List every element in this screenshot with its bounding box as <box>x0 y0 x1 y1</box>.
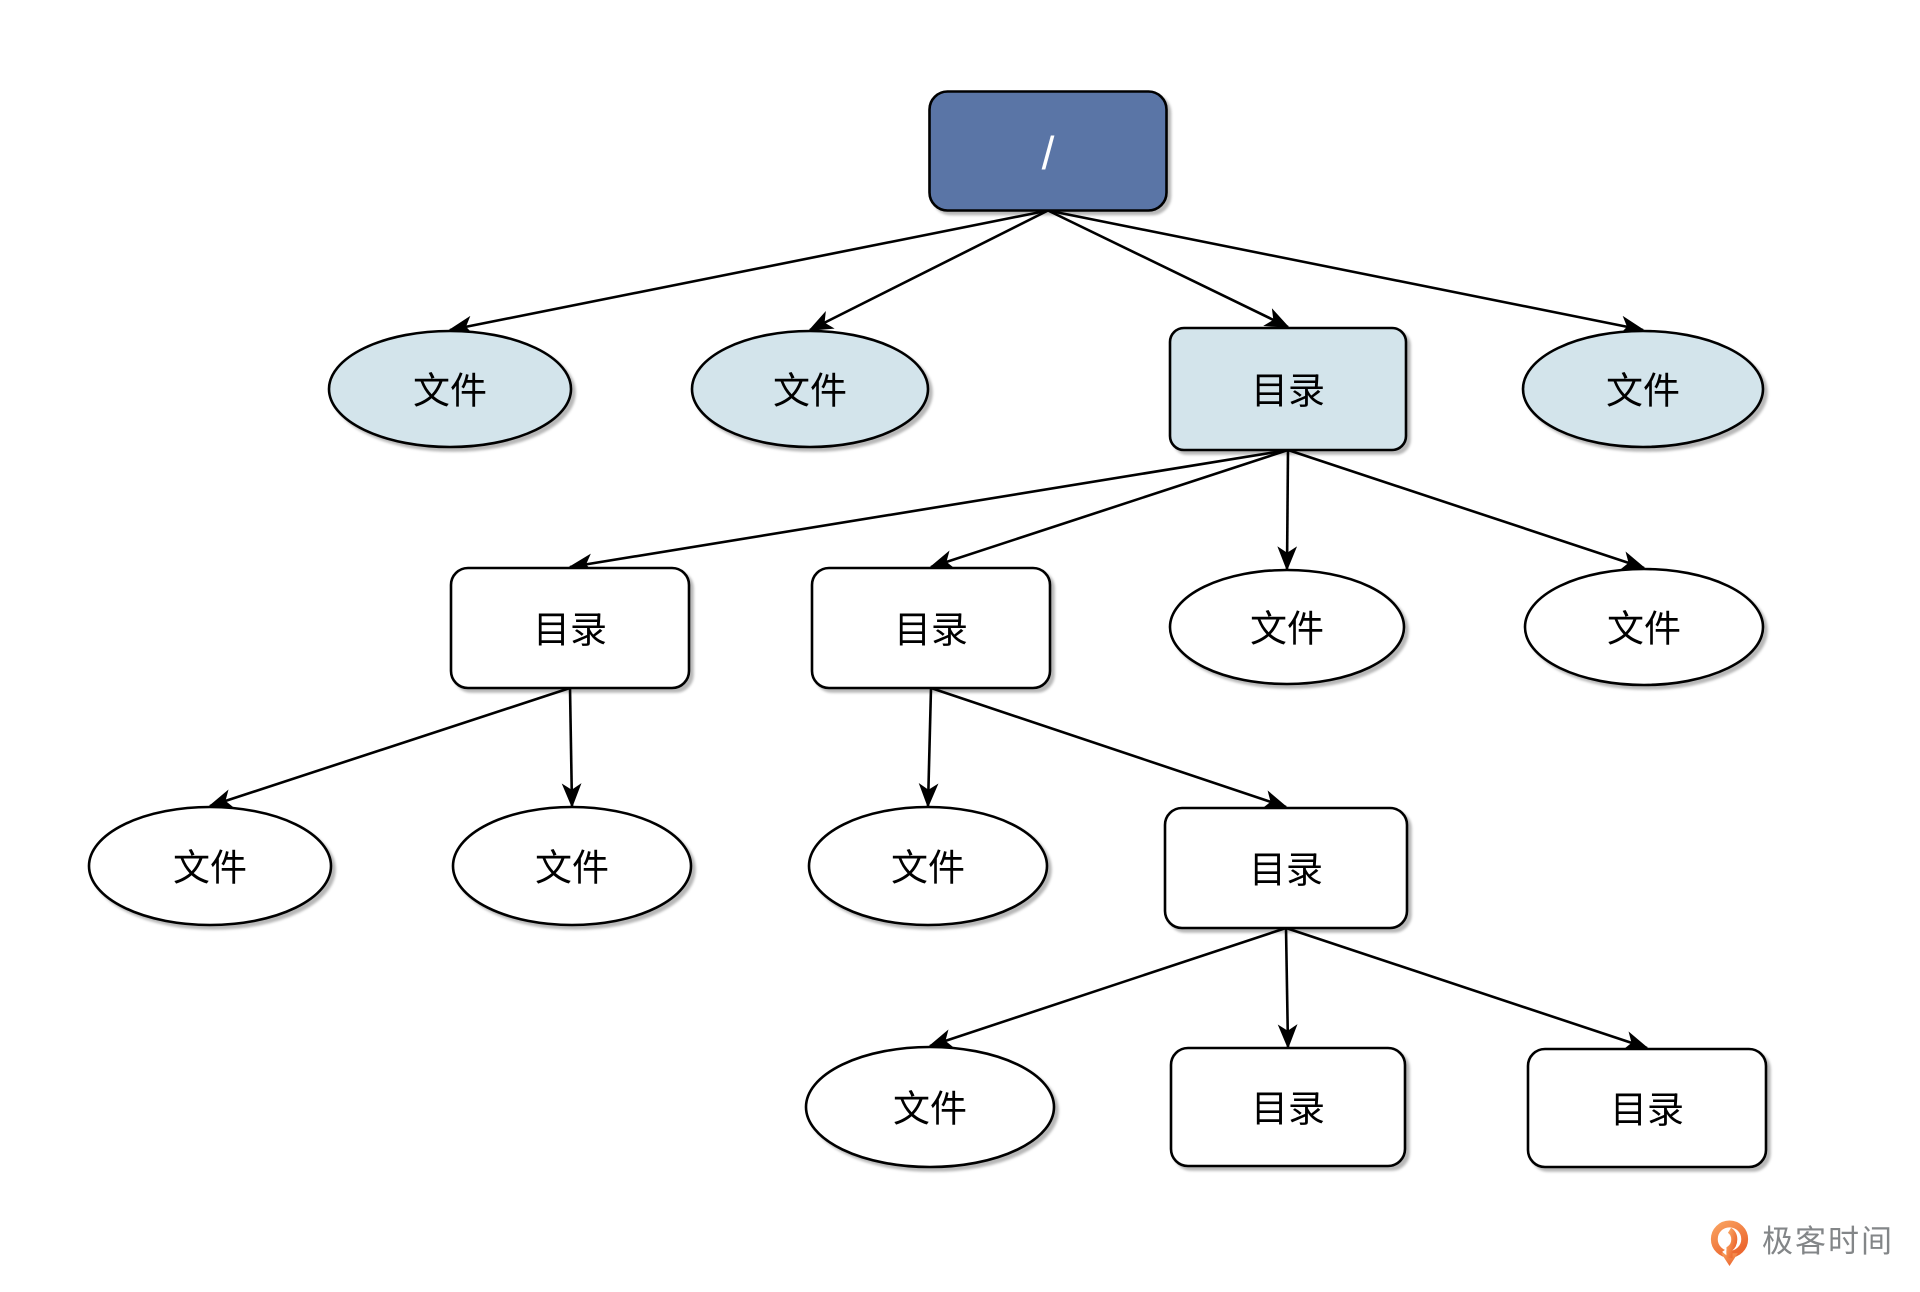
geektime-logo-icon <box>1710 1220 1749 1267</box>
file-ellipse-shape <box>1521 329 1765 449</box>
tree-node-dir-6: 目录 <box>1526 1047 1768 1169</box>
node-label-dir-4: 目录 <box>1249 850 1323 891</box>
node-label-file-4: 文件 <box>1250 609 1324 650</box>
node-label-root: / <box>1042 127 1055 179</box>
directory-rect-shape <box>1169 1046 1407 1168</box>
tree-edge-dir-2-file-6 <box>208 686 571 809</box>
file-ellipse-shape <box>327 329 573 449</box>
tree-edge-dir-1-dir-2 <box>568 448 1289 574</box>
tree-edge-dir-2-file-7 <box>561 687 582 808</box>
tree-edge-dir-4-dir-5 <box>1277 927 1298 1049</box>
tree-node-dir-1: 目录 <box>1168 326 1408 452</box>
node-label-file-2: 文件 <box>773 371 847 412</box>
tree-nodes: /文件文件目录文件目录目录文件文件文件文件文件目录文件目录目录 <box>87 90 1768 1169</box>
node-label-file-7: 文件 <box>535 848 609 889</box>
directory-rect-shape <box>449 566 691 690</box>
tree-edge-dir-1-dir-3 <box>929 448 1289 570</box>
directory-rect-shape <box>1526 1047 1768 1169</box>
tree-node-file-2: 文件 <box>690 329 930 449</box>
tree-edge-root-file-1 <box>448 209 1049 336</box>
tree-node-dir-5: 目录 <box>1169 1046 1407 1168</box>
node-label-dir-1: 目录 <box>1251 371 1325 412</box>
tree-edge-root-file-2 <box>808 209 1049 332</box>
file-ellipse-shape <box>451 805 693 927</box>
directory-rect-shape <box>810 566 1052 690</box>
node-label-dir-2: 目录 <box>533 610 607 651</box>
directory-rect-shape <box>1163 806 1409 930</box>
node-label-dir-5: 目录 <box>1251 1089 1325 1130</box>
file-ellipse-shape <box>1168 568 1406 686</box>
tree-node-file-7: 文件 <box>451 805 693 927</box>
tree-node-file-6: 文件 <box>87 805 333 927</box>
tree-node-root: / <box>928 90 1168 212</box>
node-label-file-3: 文件 <box>1606 371 1680 412</box>
tree-edge-dir-3-dir-4 <box>930 686 1288 810</box>
tree-node-file-9: 文件 <box>804 1045 1056 1169</box>
tree-node-dir-3: 目录 <box>810 566 1052 690</box>
tree-edge-dir-3-file-8 <box>918 687 939 808</box>
tree-node-file-8: 文件 <box>807 805 1049 927</box>
node-label-dir-3: 目录 <box>894 610 968 651</box>
tree-edge-dir-4-dir-6 <box>1285 926 1649 1051</box>
root-rect-shape <box>928 90 1168 212</box>
tree-edge-root-dir-1 <box>1047 209 1290 329</box>
tree-node-file-3: 文件 <box>1521 329 1765 449</box>
tree-node-dir-2: 目录 <box>449 566 691 690</box>
node-label-file-1: 文件 <box>413 371 487 412</box>
file-ellipse-shape <box>1523 567 1765 687</box>
directory-rect-shape <box>1168 326 1408 452</box>
tree-edge-root-file-3 <box>1047 209 1645 336</box>
tree-node-file-1: 文件 <box>327 329 573 449</box>
file-ellipse-shape <box>807 805 1049 927</box>
node-label-file-6: 文件 <box>173 848 247 889</box>
tree-edge-dir-4-file-9 <box>928 926 1287 1049</box>
tree-node-dir-4: 目录 <box>1163 806 1409 930</box>
file-ellipse-shape <box>804 1045 1056 1169</box>
geektime-logo-text: 极客时间 <box>1762 1223 1894 1259</box>
file-ellipse-shape <box>87 805 333 927</box>
node-label-file-5: 文件 <box>1607 609 1681 650</box>
tree-edges <box>208 209 1649 1051</box>
tree-edge-dir-1-file-5 <box>1287 448 1646 571</box>
geektime-watermark: 极客时间 <box>1706 1218 1894 1270</box>
node-label-file-8: 文件 <box>891 848 965 889</box>
node-label-dir-6: 目录 <box>1610 1090 1684 1131</box>
node-label-file-9: 文件 <box>893 1089 967 1130</box>
tree-node-file-5: 文件 <box>1523 567 1765 687</box>
tree-node-file-4: 文件 <box>1168 568 1406 686</box>
file-ellipse-shape <box>690 329 930 449</box>
tree-edge-dir-1-file-4 <box>1277 449 1298 571</box>
